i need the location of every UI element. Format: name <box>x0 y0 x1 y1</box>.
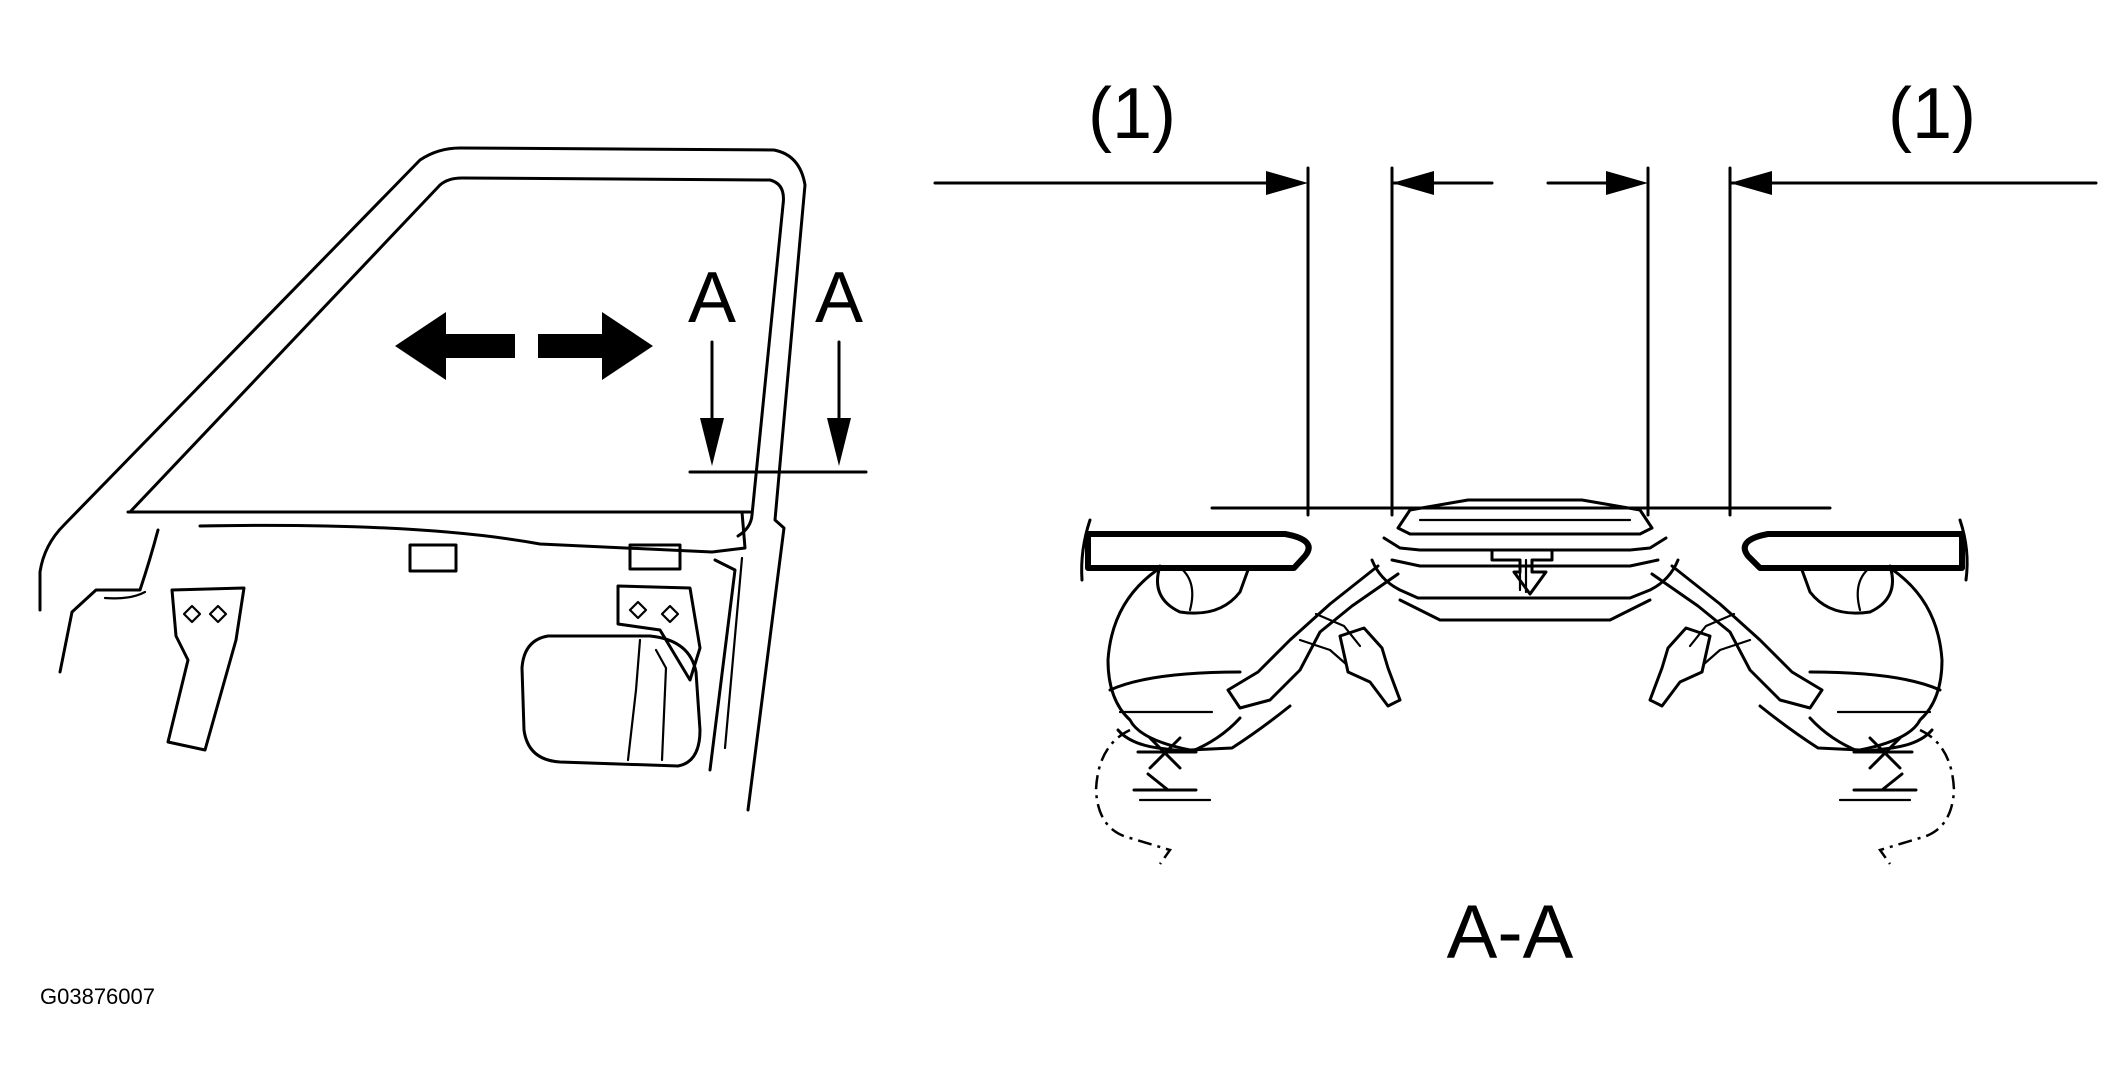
rear-edge-line-2 <box>723 556 744 750</box>
fastener-right-icon <box>1852 736 1918 792</box>
move-arrow-right-icon <box>538 312 653 380</box>
regulator-detail <box>626 638 668 762</box>
fastener-right-detail <box>1836 710 1932 802</box>
center-molding <box>1396 498 1654 536</box>
door-skin-left <box>1106 566 1292 752</box>
retainer-left-detail <box>1298 612 1362 666</box>
glass-bracket-right <box>616 584 702 682</box>
section-title: A-A <box>1447 890 1574 975</box>
bracket-hole-left-1 <box>182 604 202 624</box>
body-panel-lower <box>1398 598 1652 622</box>
section-arrow-left-icon <box>700 418 724 466</box>
glass-panel-right <box>1741 531 1965 571</box>
glass-panel-left <box>1085 531 1312 571</box>
door-skin-right-2 <box>1800 564 1894 615</box>
section-arrow-right-icon <box>827 418 851 466</box>
bracket-hole-right-2 <box>660 604 680 624</box>
retainer-right-detail <box>1688 612 1752 666</box>
a-pillar-inner <box>103 590 147 600</box>
body-panel-inner <box>1370 558 1680 600</box>
glass-end-left <box>1080 518 1092 582</box>
glass-clip-left <box>408 543 458 573</box>
section-marker-left: A <box>688 258 736 338</box>
molding-channel <box>1382 536 1668 552</box>
door-skin-right-5 <box>1856 564 1874 612</box>
door-frame-inner <box>128 176 785 538</box>
door-skin-right-4 <box>1808 716 1934 754</box>
fastener-zone-left <box>1094 728 1173 865</box>
dimension-label-right: (1) <box>1888 74 1976 154</box>
door-skin-right <box>1758 566 1944 752</box>
door-window-view: A A <box>38 146 868 812</box>
bracket-hole-left-2 <box>208 604 228 624</box>
bracket-hole-right-1 <box>628 600 648 620</box>
move-arrow-left-icon <box>395 312 515 380</box>
dim-arrow-right-1-icon <box>1606 171 1648 195</box>
fastener-zone-right <box>1877 728 1956 865</box>
retainer-right-clip <box>1648 626 1712 708</box>
center-clip-icon <box>1490 548 1554 596</box>
retainer-left <box>1226 564 1400 710</box>
rear-edge-line <box>708 558 737 772</box>
retainer-right <box>1650 564 1824 710</box>
glass-clip-right <box>628 543 682 571</box>
center-clip-stem <box>1518 558 1528 594</box>
door-skin-left-2 <box>1156 564 1250 615</box>
glass-end-right <box>1958 518 1969 582</box>
section-marker-right: A <box>815 258 863 338</box>
door-frame-outer <box>38 146 807 812</box>
window-regulator <box>520 634 702 768</box>
door-panel-line <box>198 510 747 554</box>
door-skin-left-4 <box>1116 716 1242 754</box>
retainer-left-clip <box>1338 626 1402 708</box>
dimension-label-left: (1) <box>1088 74 1176 154</box>
door-skin-left-3 <box>1108 670 1242 692</box>
dim-arrow-left-1-icon <box>1266 171 1308 195</box>
section-view: (1) (1) <box>933 74 2098 975</box>
figure-code: G03876007 <box>40 984 155 1009</box>
door-skin-right-3 <box>1808 670 1942 692</box>
fastener-left-detail <box>1118 710 1214 802</box>
glass-bracket-left <box>166 586 246 752</box>
fastener-left-icon <box>1132 736 1198 792</box>
door-skin-left-5 <box>1176 564 1194 612</box>
a-pillar-line <box>58 528 160 674</box>
